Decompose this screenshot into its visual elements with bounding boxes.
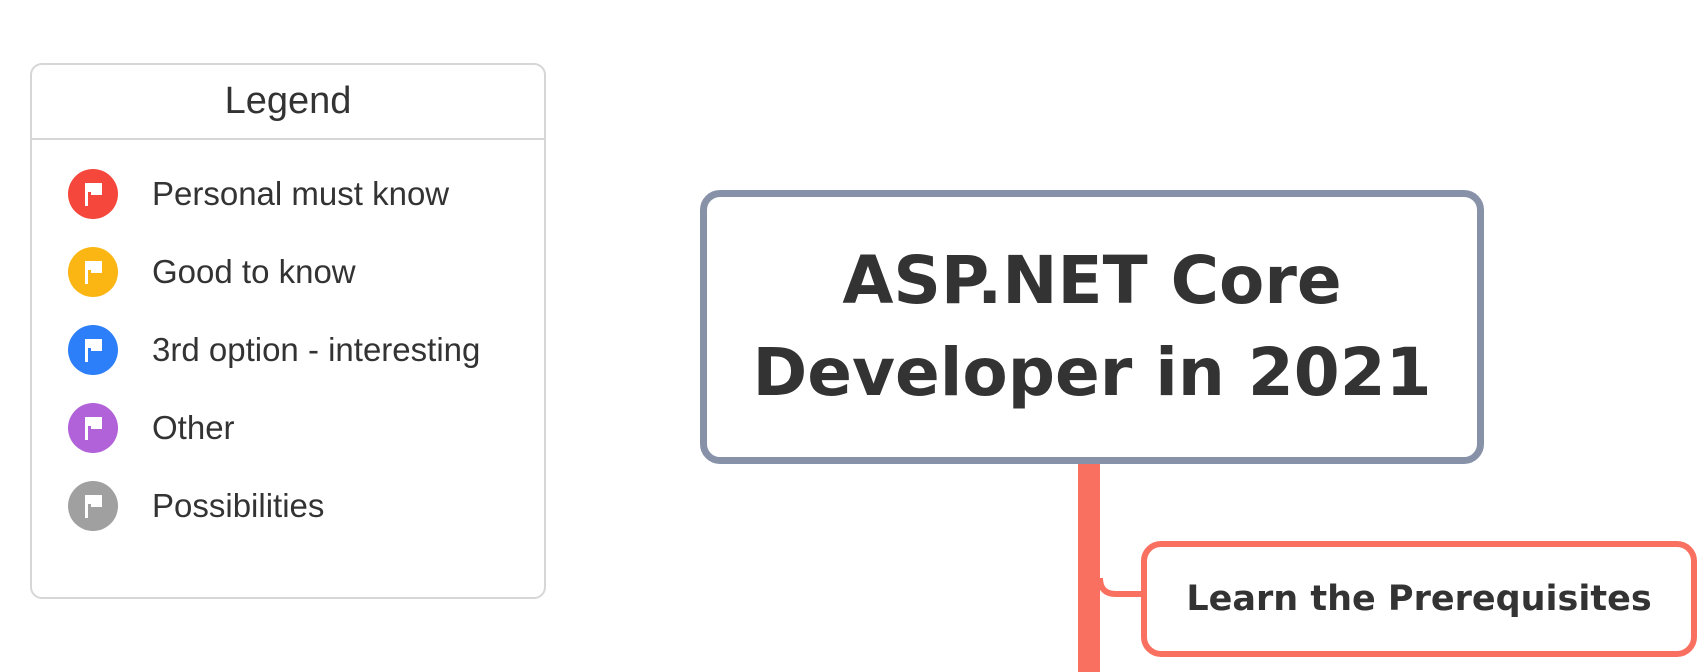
legend-item-good-to-know: Good to know: [68, 247, 356, 297]
subtopic-text: Learn the Prerequisites: [1186, 579, 1652, 619]
legend-panel: Legend Personal must know Good to know 3…: [30, 63, 546, 599]
central-topic-text: ASP.NET Core Developer in 2021: [752, 242, 1432, 411]
legend-label: Personal must know: [152, 175, 450, 212]
legend-title: Legend: [32, 65, 544, 140]
flag-icon: [68, 169, 118, 219]
legend-label: Other: [152, 409, 235, 446]
subtopic-learn-prerequisites[interactable]: Learn the Prerequisites: [1141, 541, 1697, 657]
legend-label: 3rd option - interesting: [152, 331, 481, 368]
flag-icon: [68, 325, 118, 375]
legend-item-possibilities: Possibilities: [68, 481, 324, 531]
legend-label: Good to know: [152, 253, 356, 290]
legend-item-personal-must-know: Personal must know: [68, 169, 449, 219]
flag-icon: [68, 403, 118, 453]
branch-curve: [1097, 577, 1144, 597]
central-topic[interactable]: ASP.NET Core Developer in 2021: [700, 190, 1484, 464]
flag-icon: [68, 481, 118, 531]
branch-connector: [1078, 462, 1100, 672]
legend-label: Possibilities: [152, 487, 325, 524]
legend-item-other: Other: [68, 403, 235, 453]
flag-icon: [68, 247, 118, 297]
legend-item-3rd-option: 3rd option - interesting: [68, 325, 480, 375]
